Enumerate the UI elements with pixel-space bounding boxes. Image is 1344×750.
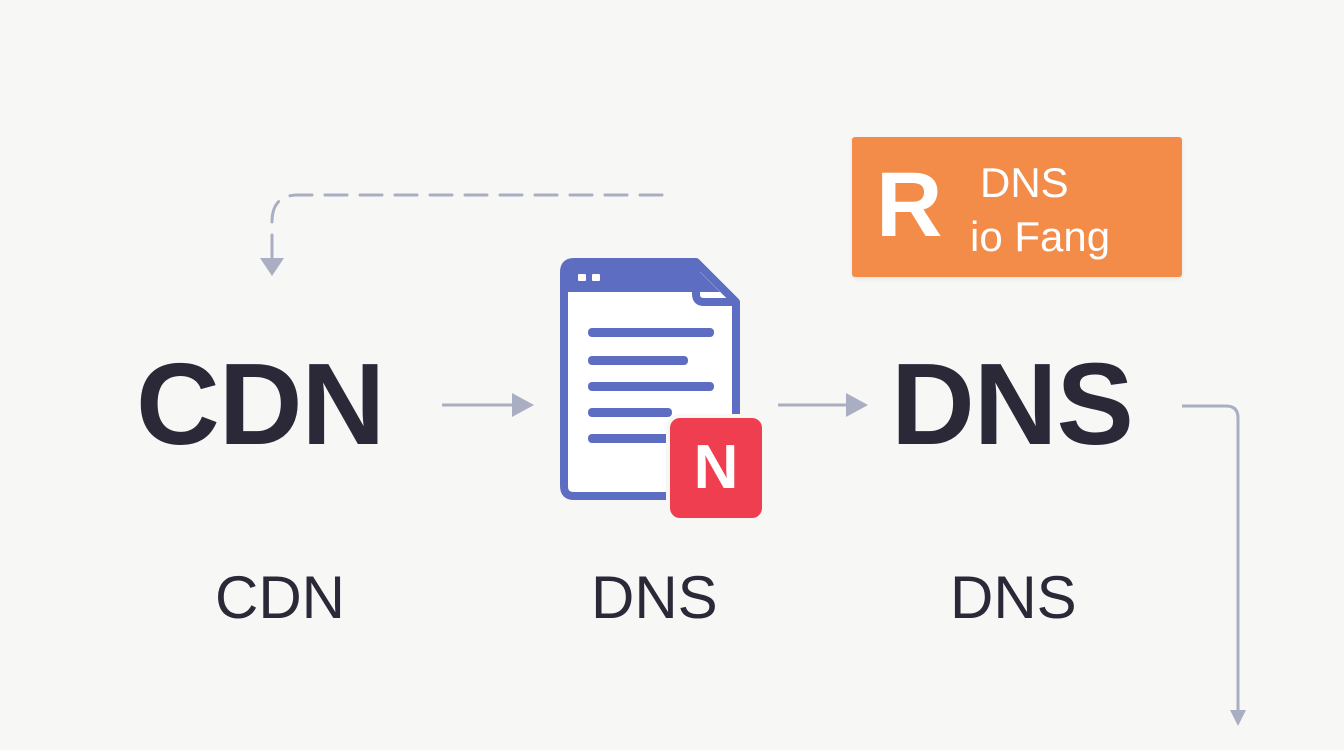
cdn-title: CDN — [136, 339, 385, 469]
callout-line1: DNS — [980, 159, 1069, 206]
arrow-document-to-dns — [778, 393, 868, 417]
callout-logo-letter: R — [876, 154, 943, 256]
arrow-dns-downward — [1182, 404, 1246, 726]
dns-caption: DNS — [950, 564, 1077, 631]
cdn-caption: CDN — [215, 564, 345, 631]
document-caption: DNS — [591, 564, 718, 631]
dns-title: DNS — [891, 339, 1134, 469]
callout-line2: io Fang — [970, 213, 1111, 260]
dashed-return-arrow — [260, 193, 664, 276]
callout-badge: R DNS io Fang — [852, 137, 1182, 277]
n-badge-letter: N — [693, 433, 739, 502]
arrow-cdn-to-document — [442, 393, 534, 417]
n-letter-icon: N — [666, 414, 766, 522]
